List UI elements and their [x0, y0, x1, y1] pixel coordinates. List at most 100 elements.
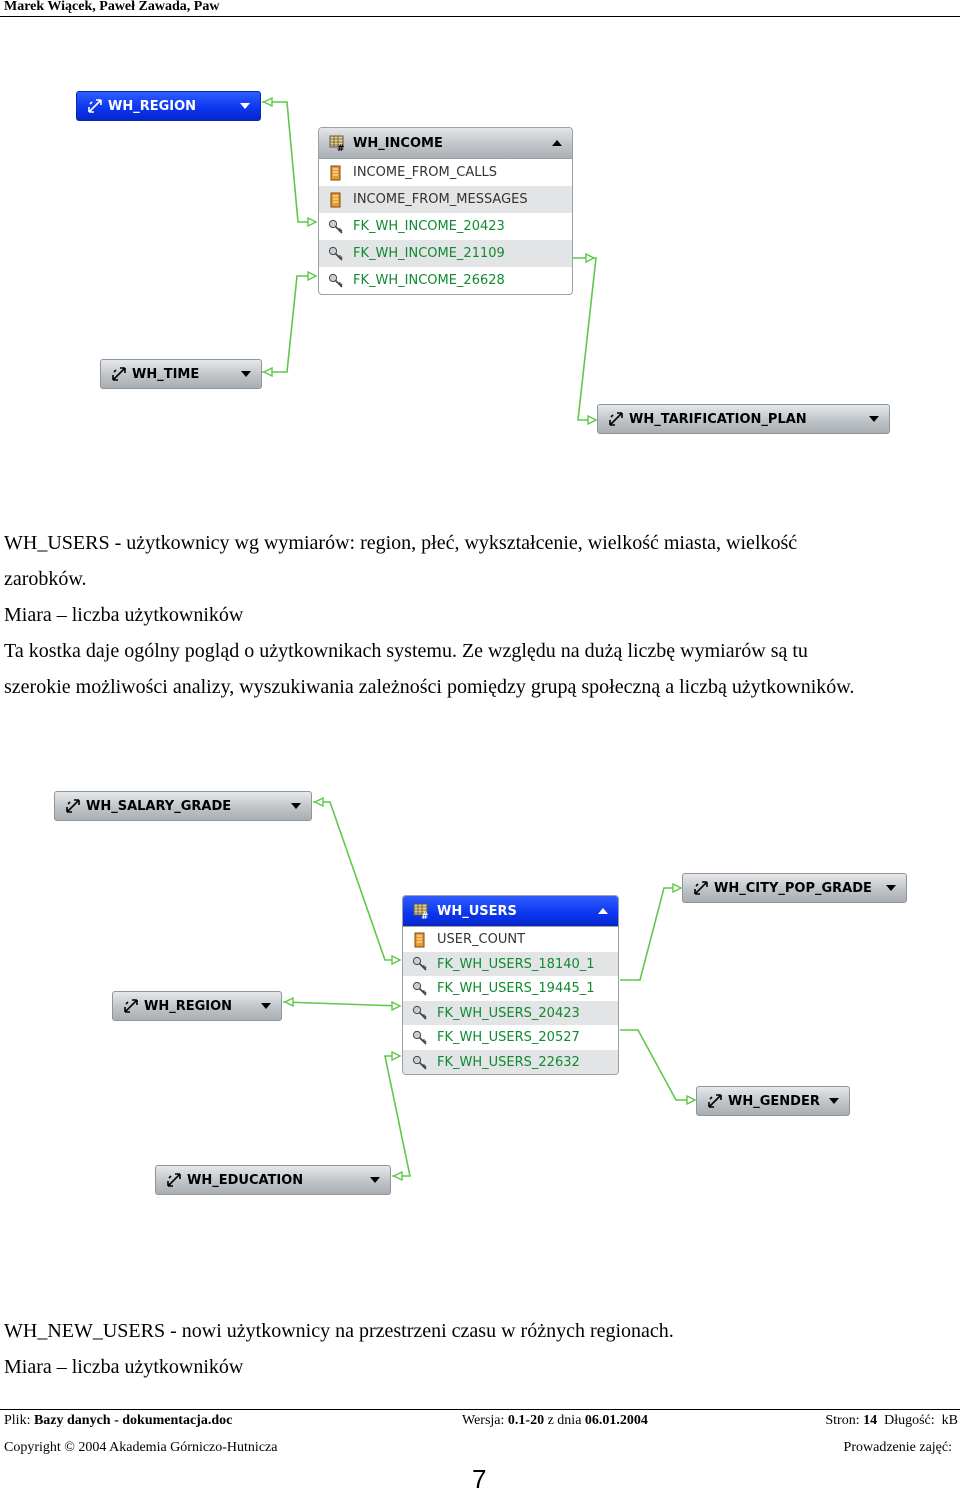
- connectors-income: [262, 96, 598, 426]
- chevron-up-icon[interactable]: [598, 908, 608, 914]
- cube-row-foreign-key[interactable]: FK_WH_INCOME_20423: [319, 213, 572, 240]
- dimension-wh-city-pop-grade[interactable]: WH_CITY_POP_GRADE: [682, 873, 907, 903]
- dimension-icon: [166, 1172, 184, 1188]
- row-label: FK_WH_USERS_20527: [437, 1030, 580, 1045]
- dimension-wh-gender[interactable]: WH_GENDER: [696, 1086, 850, 1116]
- row-label: INCOME_FROM_MESSAGES: [353, 192, 528, 207]
- cube-header[interactable]: WH_INCOME: [319, 128, 572, 159]
- measure-icon: [328, 192, 344, 208]
- chevron-down-icon[interactable]: [869, 416, 879, 422]
- arrowhead: [307, 270, 318, 282]
- arrowhead: [283, 996, 294, 1008]
- chevron-down-icon[interactable]: [291, 803, 301, 809]
- footer-date-value: 06.01.2004: [584, 1413, 648, 1428]
- cube-row-foreign-key[interactable]: FK_WH_USERS_18140_1: [403, 952, 618, 976]
- cube-row-measure[interactable]: INCOME_FROM_CALLS: [319, 159, 572, 186]
- cube-row-foreign-key[interactable]: FK_WH_USERS_20423: [403, 1001, 618, 1025]
- cube-wh-income[interactable]: WH_INCOME INCOME_FROM_CALLS INCOME_FROM_…: [318, 127, 573, 295]
- dimension-wh-tarification-plan[interactable]: WH_TARIFICATION_PLAN: [597, 404, 890, 434]
- chevron-down-icon[interactable]: [886, 885, 896, 891]
- dimension-wh-education[interactable]: WH_EDUCATION: [155, 1165, 391, 1195]
- arrowhead: [313, 796, 324, 808]
- measure-icon: [328, 165, 344, 181]
- cube-wh-users[interactable]: WH_USERS USER_COUNT FK_WH_USERS_18140_1 …: [402, 895, 619, 1075]
- row-label: INCOME_FROM_CALLS: [353, 165, 497, 180]
- footer-pages-label: Stron:: [825, 1413, 860, 1428]
- dimension-label: WH_REGION: [108, 98, 197, 114]
- cube-icon: [413, 903, 431, 919]
- dimension-label: WH_GENDER: [728, 1093, 820, 1109]
- arrowhead: [262, 96, 273, 108]
- connectors-users: [282, 796, 697, 1182]
- chevron-down-icon[interactable]: [829, 1098, 839, 1104]
- connector-income-tarification: [573, 257, 597, 421]
- footer-version-label: Wersja:: [462, 1413, 505, 1428]
- paragraph-line: WH_NEW_USERS - nowi użytkownicy na przes…: [4, 1320, 674, 1342]
- cube-row-foreign-key[interactable]: FK_WH_USERS_20527: [403, 1025, 618, 1050]
- arrowhead: [686, 1094, 697, 1106]
- cube-row-foreign-key[interactable]: FK_WH_USERS_22632: [403, 1050, 618, 1074]
- dimension-icon: [693, 880, 711, 896]
- dimension-icon: [608, 411, 626, 427]
- paragraph-line: zarobków.: [4, 568, 87, 590]
- row-label: FK_WH_USERS_18140_1: [437, 956, 595, 972]
- cube-title: WH_INCOME: [353, 135, 443, 151]
- footer-file-label: Plik:: [4, 1413, 31, 1428]
- footer-length-value: kB: [941, 1413, 958, 1428]
- header-authors: Marek Wiącek, Paweł Zawada, Paw: [4, 0, 220, 14]
- chevron-down-icon[interactable]: [370, 1177, 380, 1183]
- key-icon: [328, 273, 344, 289]
- row-label: FK_WH_USERS_19445_1: [437, 981, 595, 996]
- connector-time-income: [262, 275, 316, 373]
- chevron-down-icon[interactable]: [241, 371, 251, 377]
- cube-header[interactable]: WH_USERS: [403, 896, 618, 927]
- cube-row-foreign-key[interactable]: FK_WH_INCOME_21109: [319, 240, 572, 267]
- arrowhead: [391, 1050, 402, 1062]
- connector-region-income: [262, 101, 316, 223]
- footer-version-value: 0.1-20: [507, 1413, 545, 1428]
- cube-row-foreign-key[interactable]: FK_WH_INCOME_26628: [319, 267, 572, 294]
- dimension-icon: [87, 98, 105, 114]
- wh-new-users-description: WH_NEW_USERS - nowi użytkownicy na przes…: [4, 1313, 674, 1385]
- row-label: FK_WH_INCOME_26628: [353, 273, 505, 288]
- key-icon: [412, 1005, 428, 1021]
- dimension-label: WH_TARIFICATION_PLAN: [629, 411, 807, 427]
- connector-users-gender: [620, 1029, 695, 1101]
- footer-pages: Stron: 14 Długość: kB: [825, 1413, 958, 1429]
- arrowhead: [672, 882, 683, 894]
- cube-row-measure[interactable]: USER_COUNT: [403, 927, 618, 952]
- cube-row-foreign-key[interactable]: FK_WH_USERS_19445_1: [403, 976, 618, 1001]
- key-icon: [412, 1030, 428, 1046]
- footer-lead: Prowadzenie zajęć:: [843, 1440, 952, 1455]
- paragraph-line: Miara – liczba użytkowników: [4, 1356, 244, 1378]
- dimension-wh-salary-grade[interactable]: WH_SALARY_GRADE: [54, 791, 312, 821]
- dimension-label: WH_CITY_POP_GRADE: [714, 880, 872, 896]
- arrowhead: [587, 414, 598, 426]
- dimension-label: WH_SALARY_GRADE: [86, 798, 232, 814]
- key-icon: [412, 956, 428, 972]
- page-header: Marek Wiącek, Paweł Zawada, Paw: [0, 0, 960, 17]
- row-label: FK_WH_USERS_20423: [437, 1005, 580, 1021]
- chevron-down-icon[interactable]: [240, 103, 250, 109]
- paragraph-line: szerokie możliwości analizy, wyszukiwani…: [4, 676, 855, 698]
- page-number: 7: [472, 1464, 487, 1494]
- cube-icon: [329, 135, 347, 151]
- arrowhead: [262, 366, 273, 378]
- key-icon: [328, 246, 344, 262]
- footer-length-label: Długość:: [884, 1413, 935, 1428]
- cube-row-measure[interactable]: INCOME_FROM_MESSAGES: [319, 186, 572, 213]
- footer-copyright: Copyright © 2004 Akademia Górniczo-Hutni…: [4, 1440, 278, 1455]
- dimension-label: WH_REGION: [144, 998, 233, 1014]
- footer-divider: [0, 1409, 960, 1410]
- paragraph-line: Ta kostka daje ogólny pogląd o użytkowni…: [4, 640, 808, 662]
- dimension-label: WH_TIME: [132, 366, 200, 382]
- paragraph-line: Miara – liczba użytkowników: [4, 604, 244, 626]
- dimension-icon: [111, 366, 129, 382]
- chevron-down-icon[interactable]: [261, 1003, 271, 1009]
- dimension-wh-region-1[interactable]: WH_REGION: [76, 91, 261, 121]
- dimension-wh-time[interactable]: WH_TIME: [100, 359, 262, 389]
- dimension-icon: [65, 798, 83, 814]
- dimension-wh-region-2[interactable]: WH_REGION: [112, 991, 282, 1021]
- chevron-up-icon[interactable]: [552, 140, 562, 146]
- row-label: FK_WH_INCOME_20423: [353, 219, 505, 234]
